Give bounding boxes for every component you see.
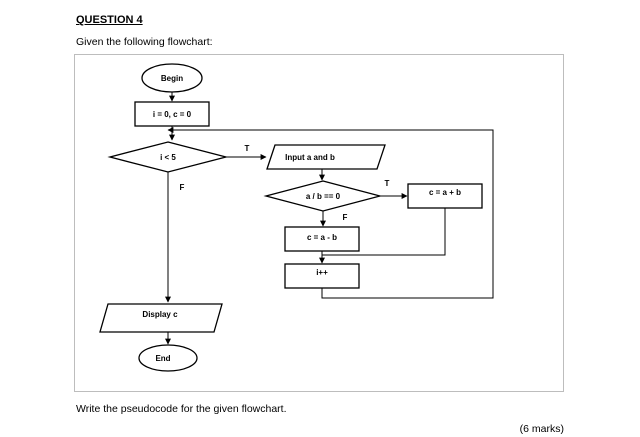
loop-true-label: T [245, 144, 250, 153]
check-decision-label: a / b == 0 [306, 192, 341, 201]
end-terminal [138, 344, 198, 372]
display-io [99, 303, 223, 333]
begin-label: Begin [161, 74, 183, 83]
question-marks: (6 marks) [519, 423, 564, 435]
question-heading: QUESTION 4 [76, 14, 143, 26]
input-io [266, 144, 386, 170]
input-label: Input a and b [285, 153, 335, 162]
loop-false-label: F [180, 183, 185, 192]
question-intro: Given the following flowchart: [76, 36, 213, 48]
question-instruction: Write the pseudocode for the given flowc… [76, 403, 287, 415]
init-label: i = 0, c = 0 [153, 110, 192, 119]
display-label: Display c [142, 310, 178, 319]
check-false-label: F [343, 213, 348, 222]
end-label: End [155, 354, 170, 363]
false-action-label: c = a - b [307, 233, 337, 242]
flowchart-frame [74, 54, 564, 392]
false-action-process [284, 226, 360, 252]
true-action-label: c = a + b [429, 188, 461, 197]
loop-decision-label: i < 5 [160, 153, 176, 162]
increment-label: i++ [316, 268, 328, 277]
check-true-label: T [385, 179, 390, 188]
